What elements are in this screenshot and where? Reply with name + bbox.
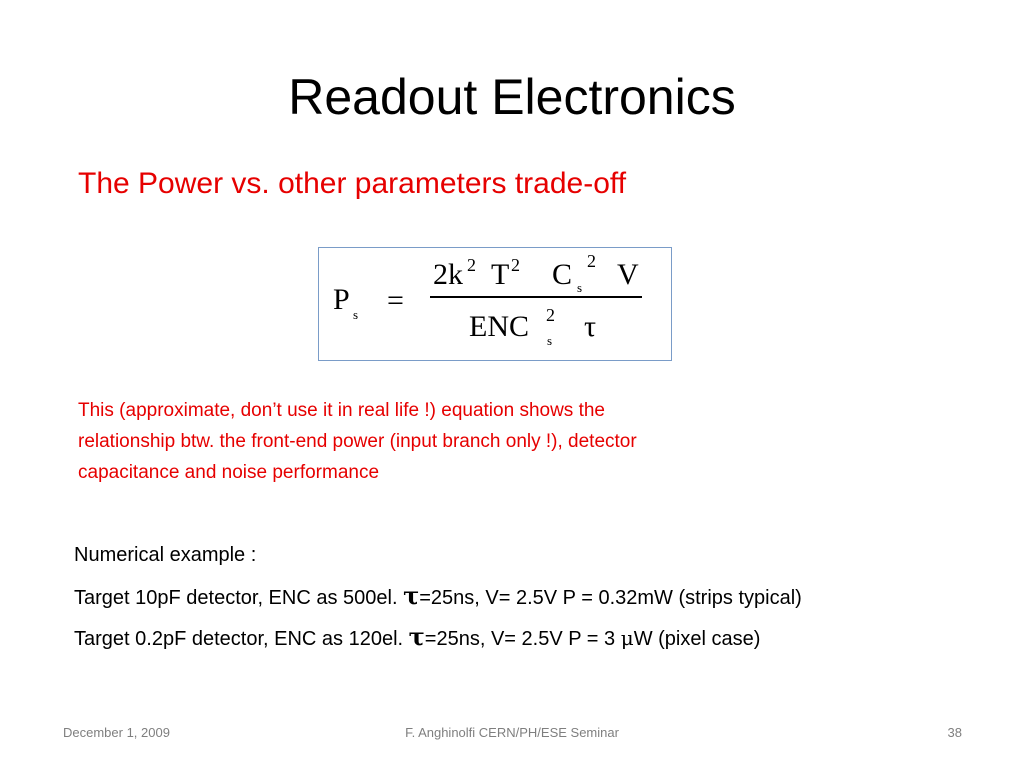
line1-post: =25ns, V= 2.5V P = 0.32mW (strips typica… <box>419 587 802 609</box>
note-line: capacitance and noise performance <box>78 462 380 483</box>
equation-box: P s = 2k 2 T 2 C s 2 V ENC 2 s τ <box>318 247 672 361</box>
eq-equals: = <box>387 284 404 317</box>
eq-num-v: V <box>617 258 639 291</box>
eq-num-t: T <box>491 258 510 291</box>
eq-num-2k: 2k <box>433 258 463 291</box>
tau-symbol: τ <box>403 581 420 610</box>
eq-num-t-sup: 2 <box>511 255 520 275</box>
note-line: relationship btw. the front-end power (i… <box>78 431 637 452</box>
slide-title: Readout Electronics <box>288 69 736 125</box>
line2-pre: Target 0.2pF detector, ENC as 120el. <box>74 628 409 650</box>
footer-page-number: 38 <box>947 725 962 740</box>
eq-lhs-sub: s <box>353 307 359 322</box>
tau-symbol: τ <box>408 622 425 651</box>
eq-num-c-sup: 2 <box>587 251 596 271</box>
footer-date: December 1, 2009 <box>63 725 170 740</box>
mu-symbol: μ <box>620 626 634 650</box>
numerical-heading: Numerical example : <box>74 544 257 566</box>
line2-post: W (pixel case) <box>633 628 761 650</box>
line2-mid: =25ns, V= 2.5V P = 3 <box>424 628 621 650</box>
footer-center: F. Anghinolfi CERN/PH/ESE Seminar <box>405 725 619 740</box>
slide-subtitle: The Power vs. other parameters trade-off <box>78 167 627 200</box>
eq-fraction-bar <box>430 296 642 298</box>
equation-note: This (approximate, don’t use it in real … <box>78 395 838 488</box>
eq-lhs-p: P <box>333 283 350 316</box>
eq-den-enc-sup: 2 <box>546 305 555 325</box>
numerical-line-pixel: Target 0.2pF detector, ENC as 120el. τ=2… <box>74 623 760 653</box>
eq-den-enc: ENC <box>469 310 529 343</box>
eq-num-c-sub: s <box>577 280 583 295</box>
eq-den-tau: τ <box>584 310 597 343</box>
numerical-line-strips: Target 10pF detector, ENC as 500el. τ=25… <box>74 582 802 612</box>
eq-num-c: C <box>552 258 573 291</box>
line1-pre: Target 10pF detector, ENC as 500el. <box>74 587 404 609</box>
eq-den-enc-sub: s <box>547 333 553 348</box>
eq-num-2k-sup: 2 <box>467 255 476 275</box>
note-line: This (approximate, don’t use it in real … <box>78 400 605 421</box>
